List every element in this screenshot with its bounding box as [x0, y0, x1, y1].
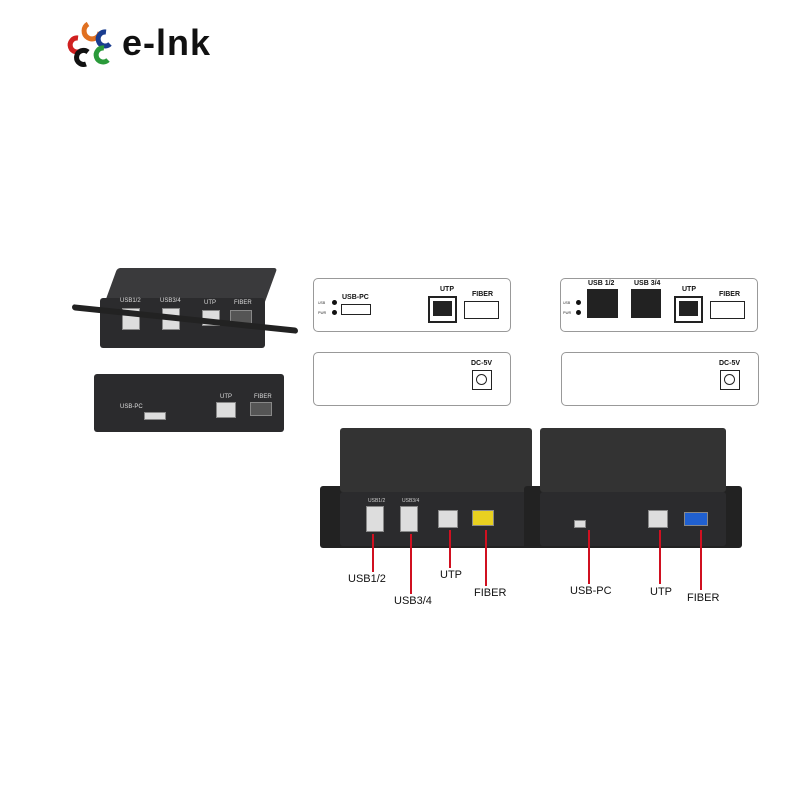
led-label-pwr: PWR [563, 311, 572, 315]
dc-5v-label: DC-5V [471, 360, 493, 367]
utp-label: UTP [682, 286, 696, 293]
transmitter-front-diagram: USB PWR USB 1/2 USB 3/4 UTP FIBER [560, 278, 758, 332]
device-usb34-print: USB3/4 [402, 498, 420, 504]
receiver-back-diagram: DC-5V [313, 352, 511, 406]
top-unit-utp: UTP [204, 300, 216, 306]
usb34-label: USB 3/4 [634, 280, 661, 287]
callout-usb34: USB3/4 [394, 595, 432, 607]
utp-port [428, 296, 457, 323]
bottom-unit-fiber: FIBER [254, 394, 272, 400]
usb12-label: USB 1/2 [588, 280, 615, 287]
receiver-front-diagram: USB PWR USB-PC UTP FIBER [313, 278, 511, 332]
utp-port [674, 296, 703, 323]
callout-fiber-right: FIBER [687, 592, 720, 604]
bottom-unit-usbpc: USB-PC [120, 404, 143, 410]
fiber-label: FIBER [472, 291, 493, 298]
utp-label: UTP [440, 286, 454, 293]
brand-logo [66, 18, 122, 68]
logo-mark-icon [67, 21, 112, 67]
usb12-port [587, 289, 618, 318]
dc-5v-port [472, 370, 492, 390]
transmitter-back-diagram: DC-5V [561, 352, 759, 406]
usb-pc-port [341, 304, 371, 315]
top-unit-usb12: USB1/2 [120, 298, 141, 304]
brand-name: e-lnk [122, 22, 212, 63]
callout-usb-pc: USB-PC [570, 585, 612, 597]
callout-fiber-left: FIBER [474, 587, 507, 599]
led-label-usb: USB [563, 301, 571, 305]
led-label-pwr: PWR [318, 311, 327, 315]
fiber-label: FIBER [719, 291, 740, 298]
bottom-product-photo: USB1/2 USB3/4 [318, 428, 743, 553]
dc-5v-label: DC-5V [719, 360, 741, 367]
dc-5v-port [720, 370, 740, 390]
top-unit-usb34: USB3/4 [160, 298, 181, 304]
callout-usb12: USB1/2 [348, 573, 386, 585]
led-label-usb: USB [318, 301, 326, 305]
bottom-unit-utp: UTP [220, 394, 232, 400]
left-product-photo: USB1/2 USB3/4 UTP FIBER USB-PC UTP FIBER [72, 262, 298, 444]
device-usb12-print: USB1/2 [368, 498, 386, 504]
top-unit-fiber: FIBER [234, 300, 252, 306]
callout-utp-right: UTP [650, 586, 672, 598]
fiber-port [464, 301, 499, 319]
usb34-port [631, 289, 661, 318]
callout-utp-left: UTP [440, 569, 462, 581]
usb-pc-label: USB-PC [342, 294, 369, 301]
fiber-port [710, 301, 745, 319]
